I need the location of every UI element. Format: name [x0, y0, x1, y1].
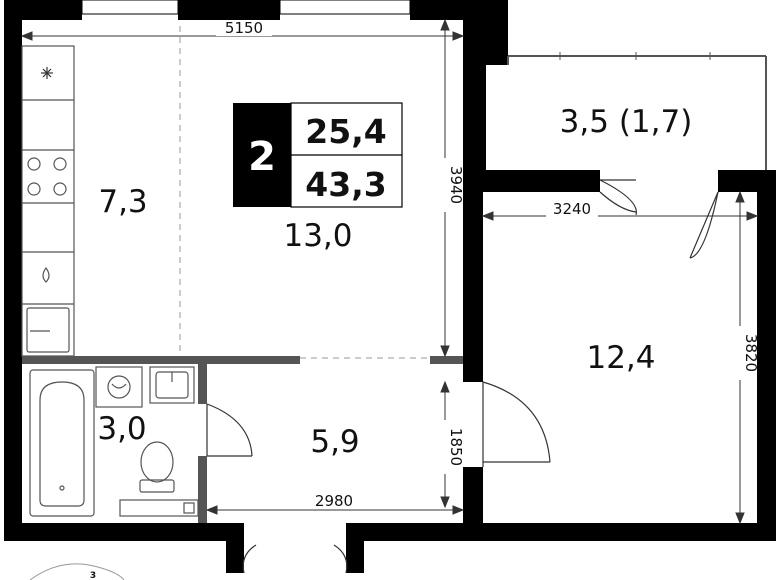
living-area: 25,4: [305, 112, 386, 151]
dimension-labels: 5150 3940 3240 3820 1850 2980: [216, 19, 760, 510]
balcony-rail-ticks: [559, 52, 711, 60]
bathroom-area-label: 3,0: [97, 411, 146, 447]
kitchen-counter: [21, 45, 75, 357]
compass-label: 3: [90, 571, 96, 580]
bedroom-area-label: 12,4: [586, 340, 655, 376]
stove-icon: [27, 157, 67, 196]
compass-icon: 3: [29, 563, 125, 580]
doors: [206, 179, 719, 574]
dishwasher-icon: [42, 266, 50, 283]
balcony-outline: [507, 55, 767, 170]
shelf-icon: [119, 499, 199, 517]
dim-bedroom-height: 3820: [742, 334, 760, 372]
total-area: 43,3: [305, 165, 386, 204]
apartment-badge: 2 25,4 43,3: [233, 102, 403, 208]
dimension-lines: [20, 18, 759, 525]
living-area-label: 13,0: [283, 218, 352, 254]
kitchen-area-label: 7,3: [98, 184, 147, 220]
washing-machine-icon: [95, 366, 143, 408]
bathroom-sink-icon: [149, 366, 195, 404]
windows: [81, 0, 411, 15]
dim-hall-width: 2980: [315, 492, 353, 510]
toilet-icon: [139, 441, 175, 493]
dim-top-width: 5150: [225, 19, 263, 37]
hall-area-label: 5,9: [310, 424, 359, 460]
walls: [4, 0, 776, 573]
room-count: 2: [248, 134, 276, 180]
dim-living-height: 3940: [447, 166, 465, 204]
bathtub-icon: [29, 369, 95, 517]
balcony-area-label: 3,5 (1,7): [560, 104, 693, 140]
kitchen-sink-icon: [26, 307, 70, 353]
fridge-icon: [41, 67, 53, 79]
dim-hall-height: 1850: [447, 428, 465, 466]
dim-bedroom-width: 3240: [553, 200, 591, 218]
partitions: [22, 356, 463, 523]
